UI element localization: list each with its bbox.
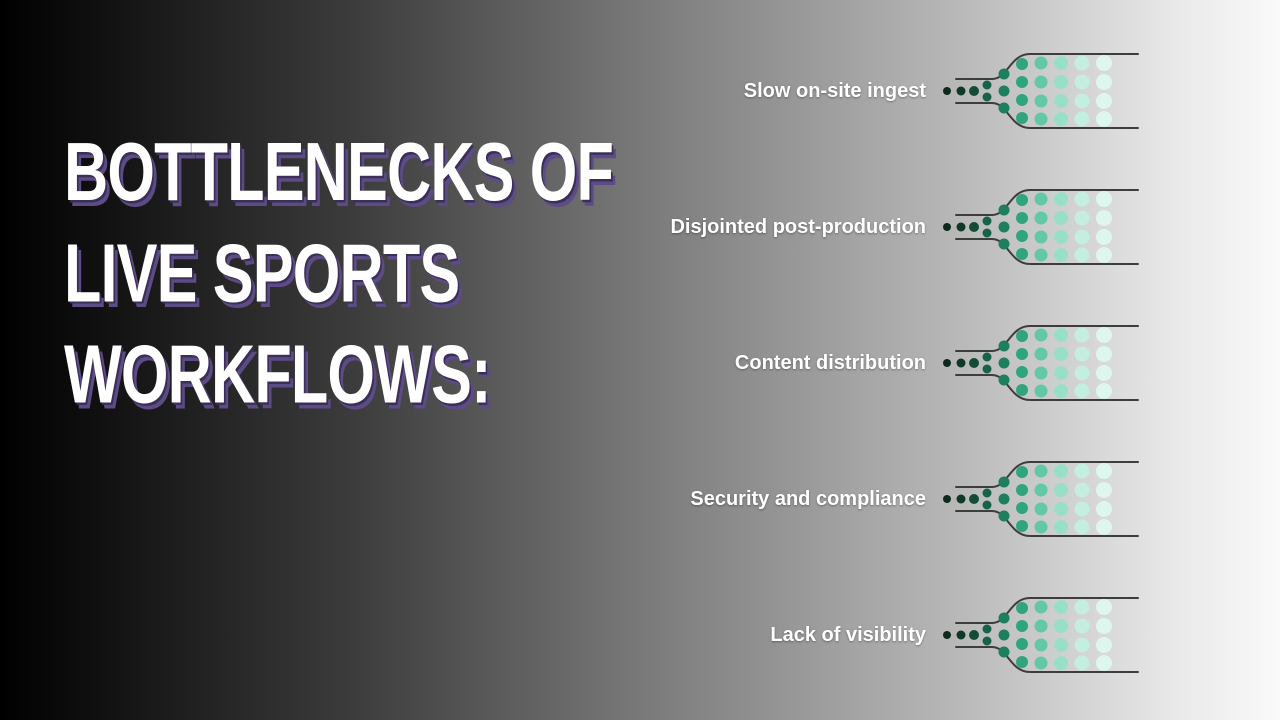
funnel-dots-icon	[943, 53, 1139, 129]
bottleneck-label: Lack of visibility	[770, 623, 926, 646]
title-line-2: LIVE SPORTS	[64, 227, 460, 320]
title-line-1: BOTTLENECKS OF	[64, 126, 614, 219]
bottleneck-row-postproduction: Disjointed post-production	[560, 159, 1140, 295]
bottleneck-label: Content distribution	[734, 351, 926, 374]
bottleneck-row-ingest: Slow on-site ingest	[560, 23, 1140, 159]
bottleneck-row-visibility: Lack of visibility	[560, 567, 1140, 703]
bottleneck-row-security: Security and compliance	[560, 431, 1140, 567]
bottleneck-label: Slow on-site ingest	[743, 79, 926, 102]
bottleneck-list: Slow on-site ingest Disjointed post-prod…	[560, 23, 1140, 703]
title-line-3: WORKFLOWS:	[64, 329, 491, 421]
funnel-dots-icon	[943, 461, 1139, 537]
funnel-dots-icon	[943, 189, 1139, 265]
bottleneck-row-distribution: Content distribution	[560, 295, 1140, 431]
funnel-dots-icon	[943, 325, 1139, 401]
page-title: BOTTLENECKS OF LIVE SPORTS WORKFLOWS:	[64, 122, 614, 426]
bottleneck-label: Disjointed post-production	[670, 215, 926, 238]
bottleneck-label: Security and compliance	[690, 487, 926, 510]
funnel-dots-icon	[943, 597, 1139, 673]
